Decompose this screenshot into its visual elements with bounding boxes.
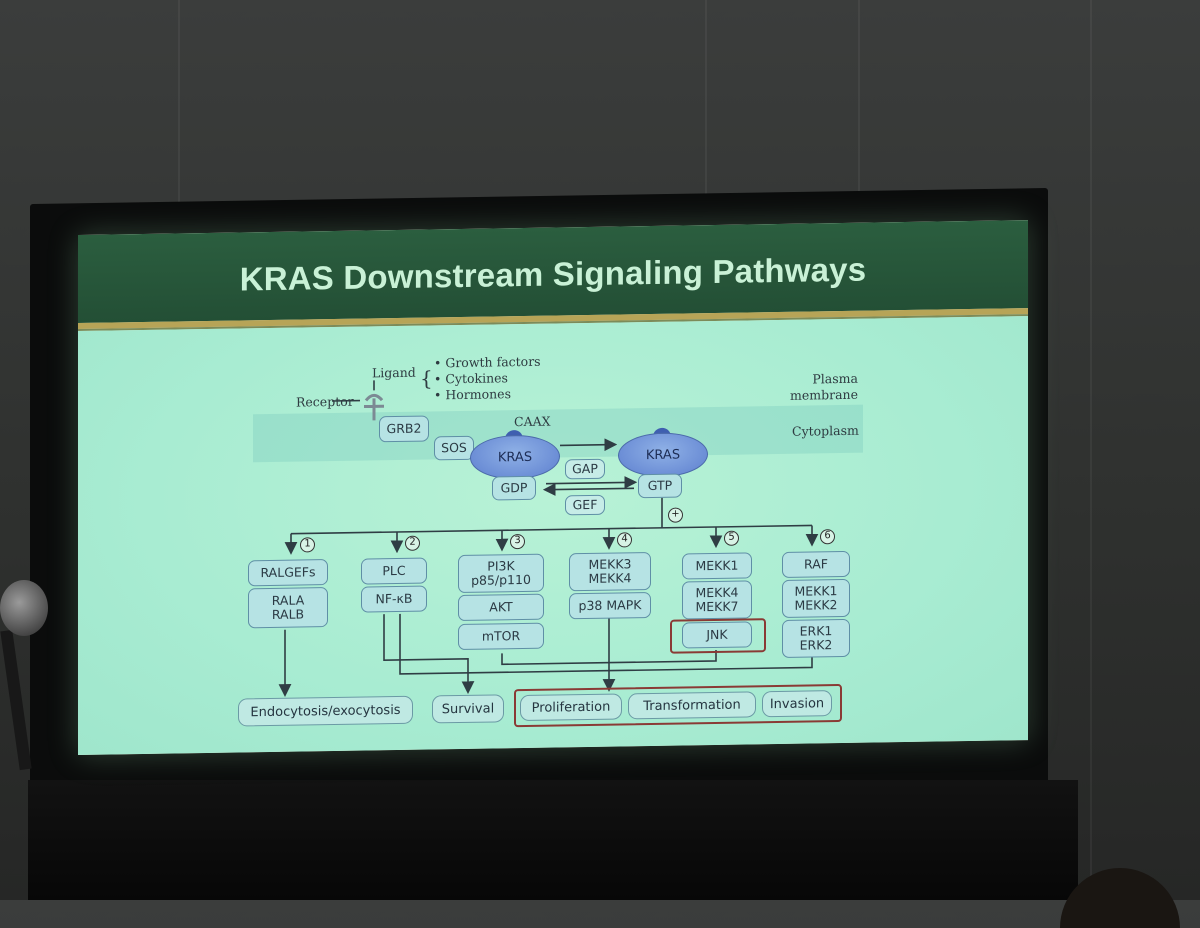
microphone xyxy=(0,580,48,636)
pi3k-node: PI3K p85/p110 xyxy=(458,553,544,594)
rala-ralb-node: RALA RALB xyxy=(248,587,328,629)
mekk3-mekk4-node: MEKK3 MEKK4 xyxy=(569,551,651,592)
stage-skirt xyxy=(28,780,1078,900)
akt-node: AKT xyxy=(458,593,544,622)
receptor-icon xyxy=(364,393,384,421)
plc-node: PLC xyxy=(361,557,427,585)
caax-label: CAAX xyxy=(514,413,551,430)
plasma-membrane-label: Plasma membrane xyxy=(790,370,858,403)
raf-node: RAF xyxy=(782,550,850,578)
ligand-bracket: { xyxy=(420,366,433,391)
jnk-highlight-box xyxy=(670,618,766,654)
gef-node: GEF xyxy=(565,494,605,516)
mekk1-node: MEKK1 xyxy=(682,552,752,580)
microphone-stand xyxy=(0,629,32,771)
outcomes-highlight-box xyxy=(514,683,842,728)
ralgefs-node: RALGEFs xyxy=(248,559,328,587)
nfkb-node: NF-κB xyxy=(361,585,427,613)
ligand-type-hormones: • Hormones xyxy=(434,386,511,403)
audience-head xyxy=(1060,868,1180,928)
gtp-node: GTP xyxy=(638,473,682,499)
mtor-node: mTOR xyxy=(458,622,544,651)
p38-mapk-node: p38 MAPK xyxy=(569,591,651,620)
grb2-node: GRB2 xyxy=(379,415,429,443)
survival-outcome: Survival xyxy=(432,694,504,724)
ligand-type-cytokines: • Cytokines xyxy=(434,370,508,387)
endocytosis-exocytosis-outcome: Endocytosis/exocytosis xyxy=(238,695,413,727)
mekk4-mekk7-node: MEKK4 MEKK7 xyxy=(682,580,752,620)
ligand-label: Ligand xyxy=(372,364,416,381)
receptor-label: Receptor xyxy=(296,393,354,410)
cytoplasm-label: Cytoplasm xyxy=(792,422,859,439)
presentation-slide: KRAS Downstream Signaling Pathways xyxy=(78,220,1028,756)
gdp-node: GDP xyxy=(492,475,536,501)
wall-seam xyxy=(1090,0,1092,900)
gap-node: GAP xyxy=(565,458,605,480)
erk1-erk2-node: ERK1 ERK2 xyxy=(782,618,850,658)
ligand-type-growth-factors: • Growth factors xyxy=(434,353,541,371)
pathway-arrows xyxy=(278,380,819,697)
mekk1-mekk2-node: MEKK1 MEKK2 xyxy=(782,578,850,618)
sos-node: SOS xyxy=(434,435,474,461)
